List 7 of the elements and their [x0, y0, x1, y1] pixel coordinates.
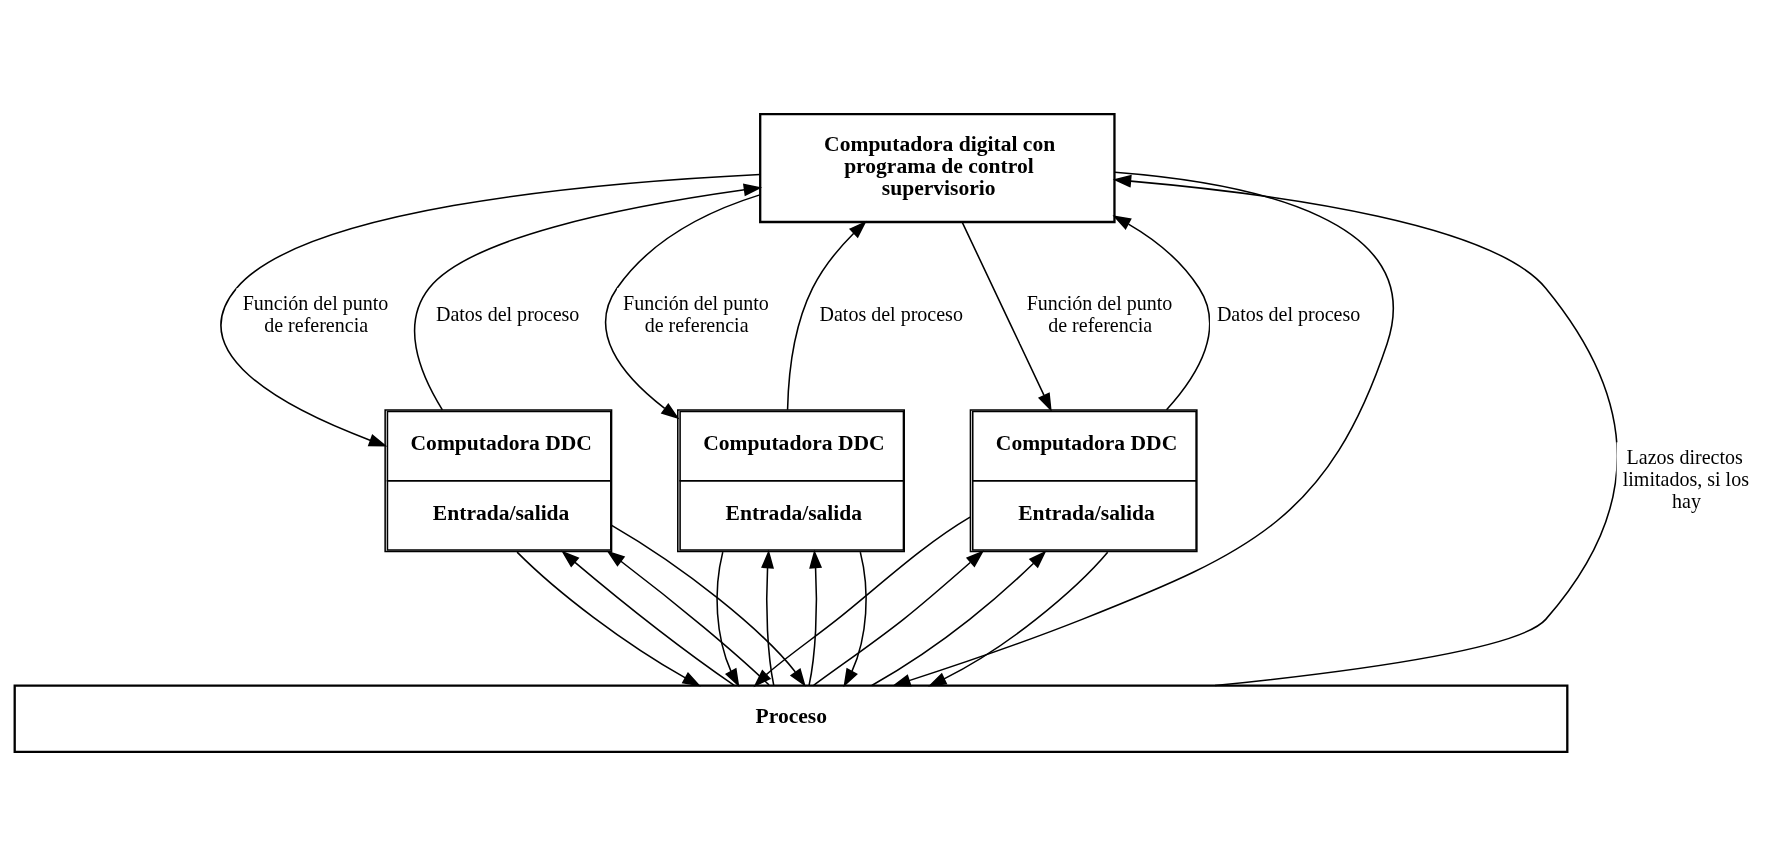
edge-label: Datos del proceso	[819, 303, 963, 326]
edge-label: Función del punto de referencia	[242, 292, 389, 336]
edge-label: Función del punto de referencia	[623, 292, 769, 336]
edge-label: Datos del proceso	[435, 303, 580, 326]
edge-label: Datos del proceso	[1216, 303, 1361, 326]
edge-label: Lazos directos limitados, si los hay	[1622, 446, 1749, 512]
edge-label: Función del punto de referencia	[1026, 292, 1173, 336]
